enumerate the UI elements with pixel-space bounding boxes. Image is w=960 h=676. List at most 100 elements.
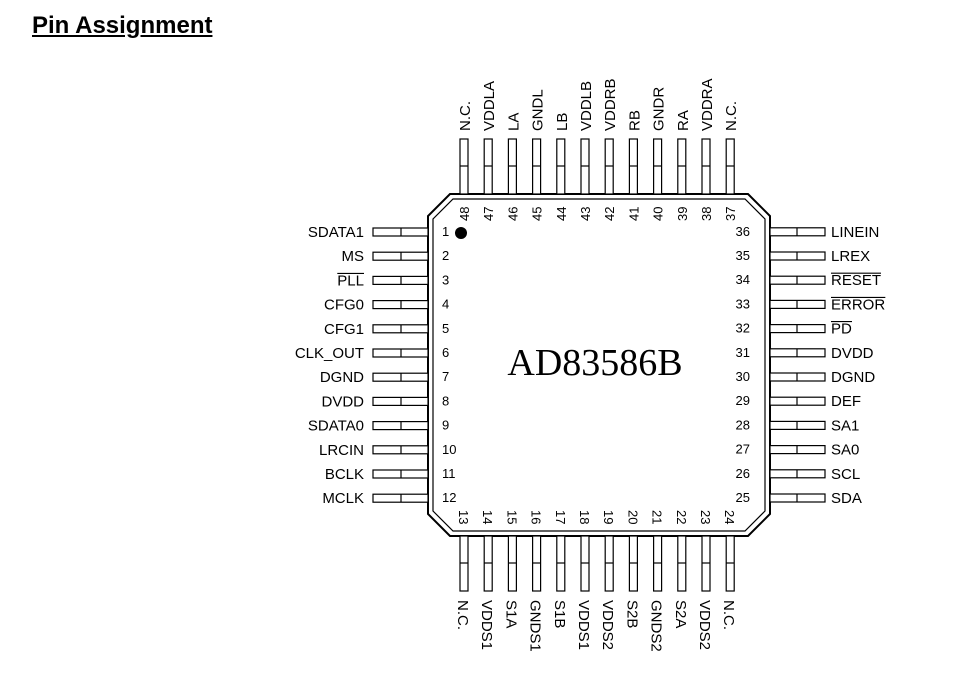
pin-lead-7 [372,372,429,382]
pin-number-34: 34 [736,272,750,287]
pin-lead-19 [604,535,614,592]
pin-number-20: 20 [625,510,640,524]
pin-name-9: SDATA0 [308,418,364,435]
pin-name-44: LB [554,113,571,131]
pin-number-10: 10 [442,442,456,457]
pin-lead-36 [769,227,826,237]
pin-name-43: VDDLB [578,81,595,131]
pin-number-32: 32 [736,321,750,336]
pin-number-9: 9 [442,418,449,433]
pin-lead-3 [372,275,429,285]
pin-lead-26 [769,469,826,479]
pin-name-38: VDDRA [699,78,716,131]
pin-name-1: SDATA1 [308,224,364,241]
pin-lead-43 [580,138,590,195]
pin-lead-33 [769,299,826,309]
pin-name-17: S1B [551,600,568,628]
pin-number-31: 31 [736,345,750,360]
pin-number-33: 33 [736,296,750,311]
pin-number-6: 6 [442,345,449,360]
pin-name-46: LA [505,113,522,131]
pin-lead-34 [769,275,826,285]
pin-number-13: 13 [456,510,471,524]
pin-number-23: 23 [698,510,713,524]
pin-name-48: N.C. [457,101,474,131]
pin-name-42: VDDRB [602,78,619,131]
pin-lead-25 [769,493,826,503]
pin-lead-10 [372,445,429,455]
pin-name-14: VDDS1 [478,600,495,650]
package-body: AD83586B [427,193,771,537]
pin-lead-6 [372,348,429,358]
pin-lead-44 [556,138,566,195]
pin-lead-27 [769,445,826,455]
pin-name-36: LINEIN [831,224,879,241]
pin-number-7: 7 [442,369,449,384]
pin-name-11: BCLK [325,466,364,483]
pin-lead-37 [725,138,735,195]
pin-lead-8 [372,396,429,406]
pin-name-16: GNDS1 [527,600,544,652]
pin-lead-29 [769,396,826,406]
pin-lead-38 [701,138,711,195]
pin-lead-9 [372,421,429,431]
pin-number-24: 24 [722,510,737,524]
pin-number-43: 43 [578,207,593,221]
pin-lead-47 [483,138,493,195]
pin-lead-2 [372,251,429,261]
pin-number-19: 19 [601,510,616,524]
pin-number-26: 26 [736,466,750,481]
pin-lead-15 [507,535,517,592]
pin-name-26: SCL [831,466,860,483]
pin-lead-40 [652,138,663,195]
pin-lead-16 [531,535,542,592]
pin-number-27: 27 [736,442,750,457]
pin-lead-42 [604,138,614,195]
pin-name-45: GNDL [530,89,547,131]
pin-number-41: 41 [626,207,641,221]
pin-name-24: N.C. [720,600,737,630]
pin-lead-30 [769,372,826,382]
pin-number-38: 38 [699,207,714,221]
pin-lead-32 [769,324,826,334]
pin-lead-20 [628,535,639,592]
pin-lead-17 [556,535,566,592]
page-heading: Pin Assignment [32,12,213,39]
pin-name-28: SA1 [831,417,859,434]
pin-name-2: MS [342,248,365,265]
pin-number-44: 44 [554,207,569,221]
pin-lead-23 [701,535,711,592]
pin-lead-4 [372,300,429,310]
pin-number-4: 4 [442,297,449,312]
pin-name-3: PLL [337,272,364,289]
pin-name-12: MCLK [322,490,364,507]
pin-name-23: VDDS2 [696,600,713,650]
pin-name-18: VDDS1 [575,600,592,650]
pin-lead-13 [459,535,469,592]
pin-number-5: 5 [442,321,449,336]
pin-lead-41 [628,138,639,195]
pin-lead-11 [372,469,429,479]
pin-lead-1 [372,227,429,237]
pin-lead-12 [372,493,429,503]
pin-number-25: 25 [736,490,750,505]
pin-lead-18 [580,535,590,592]
pin-name-32: PD [831,321,852,338]
pin-number-28: 28 [736,417,750,432]
pin-name-35: LREX [831,248,870,265]
pin-lead-24 [725,535,735,592]
pin-number-40: 40 [651,207,666,221]
pin-number-16: 16 [529,510,544,524]
pin-name-15: S1A [502,600,519,628]
pin-number-2: 2 [442,248,449,263]
pin-name-22: S2A [672,600,689,628]
pin-number-45: 45 [530,207,545,221]
pin-name-10: LRCIN [319,442,364,459]
pin-number-1: 1 [442,224,449,239]
pin-name-30: DGND [831,369,875,386]
package-outline [427,193,771,537]
pin-number-11: 11 [442,466,456,481]
pin-name-41: RB [626,110,643,131]
pin-name-7: DGND [320,369,364,386]
